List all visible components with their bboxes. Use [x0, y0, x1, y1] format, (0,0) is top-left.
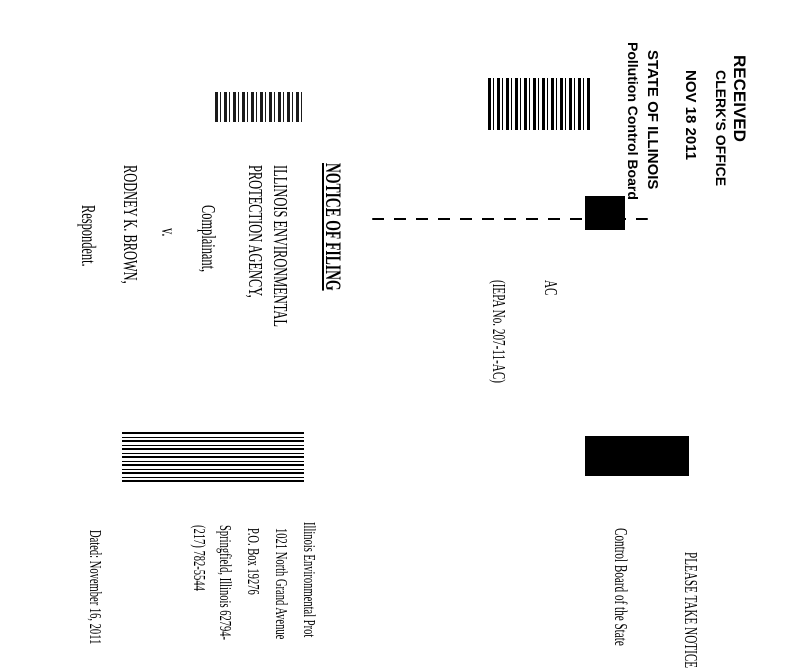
versus: v. [157, 228, 179, 237]
stamp-board: Pollution Control Board [625, 42, 641, 200]
case-number-mark [585, 196, 625, 230]
address-line: Illinois Environmental Prot [300, 522, 319, 638]
redaction-block [488, 78, 590, 130]
complainant-name: ILLINOIS ENVIRONMENTAL [269, 165, 291, 327]
redaction-block [585, 436, 689, 476]
notice-title: NOTICE OF FILING [321, 163, 346, 291]
address-line: (217) 782-5544 [190, 525, 209, 591]
address-line: P.O. Box 19276 [244, 528, 263, 595]
stamp-received: RECEIVED [730, 55, 749, 142]
stamp-clerks-office: CLERK'S OFFICE [713, 70, 729, 187]
address-line: Springfield, Illinois 62794- [216, 525, 235, 641]
caption-separator [372, 218, 648, 220]
stamp-date: NOV 18 2011 [682, 70, 699, 161]
stamp-state: STATE OF ILLINOIS [644, 50, 661, 190]
iepa-number: (IEPA No. 207-11-AC) [489, 280, 509, 384]
dated-line: Dated: November 16, 2011 [86, 530, 105, 645]
notice-line: Control Board of the State [611, 528, 631, 646]
respondent-role: Respondent. [77, 205, 99, 267]
notice-line: PLEASE TAKE NOTICE [681, 552, 701, 668]
complainant-role: Complainant, [197, 205, 219, 273]
address-line: 1021 North Grand Avenue [272, 528, 291, 640]
redaction-block [122, 430, 304, 482]
redaction-block [215, 92, 303, 122]
complainant-name: PROTECTION AGENCY, [244, 165, 266, 298]
respondent-name: RODNEY K. BROWN, [119, 165, 141, 284]
docket-suffix: AC [541, 280, 561, 296]
